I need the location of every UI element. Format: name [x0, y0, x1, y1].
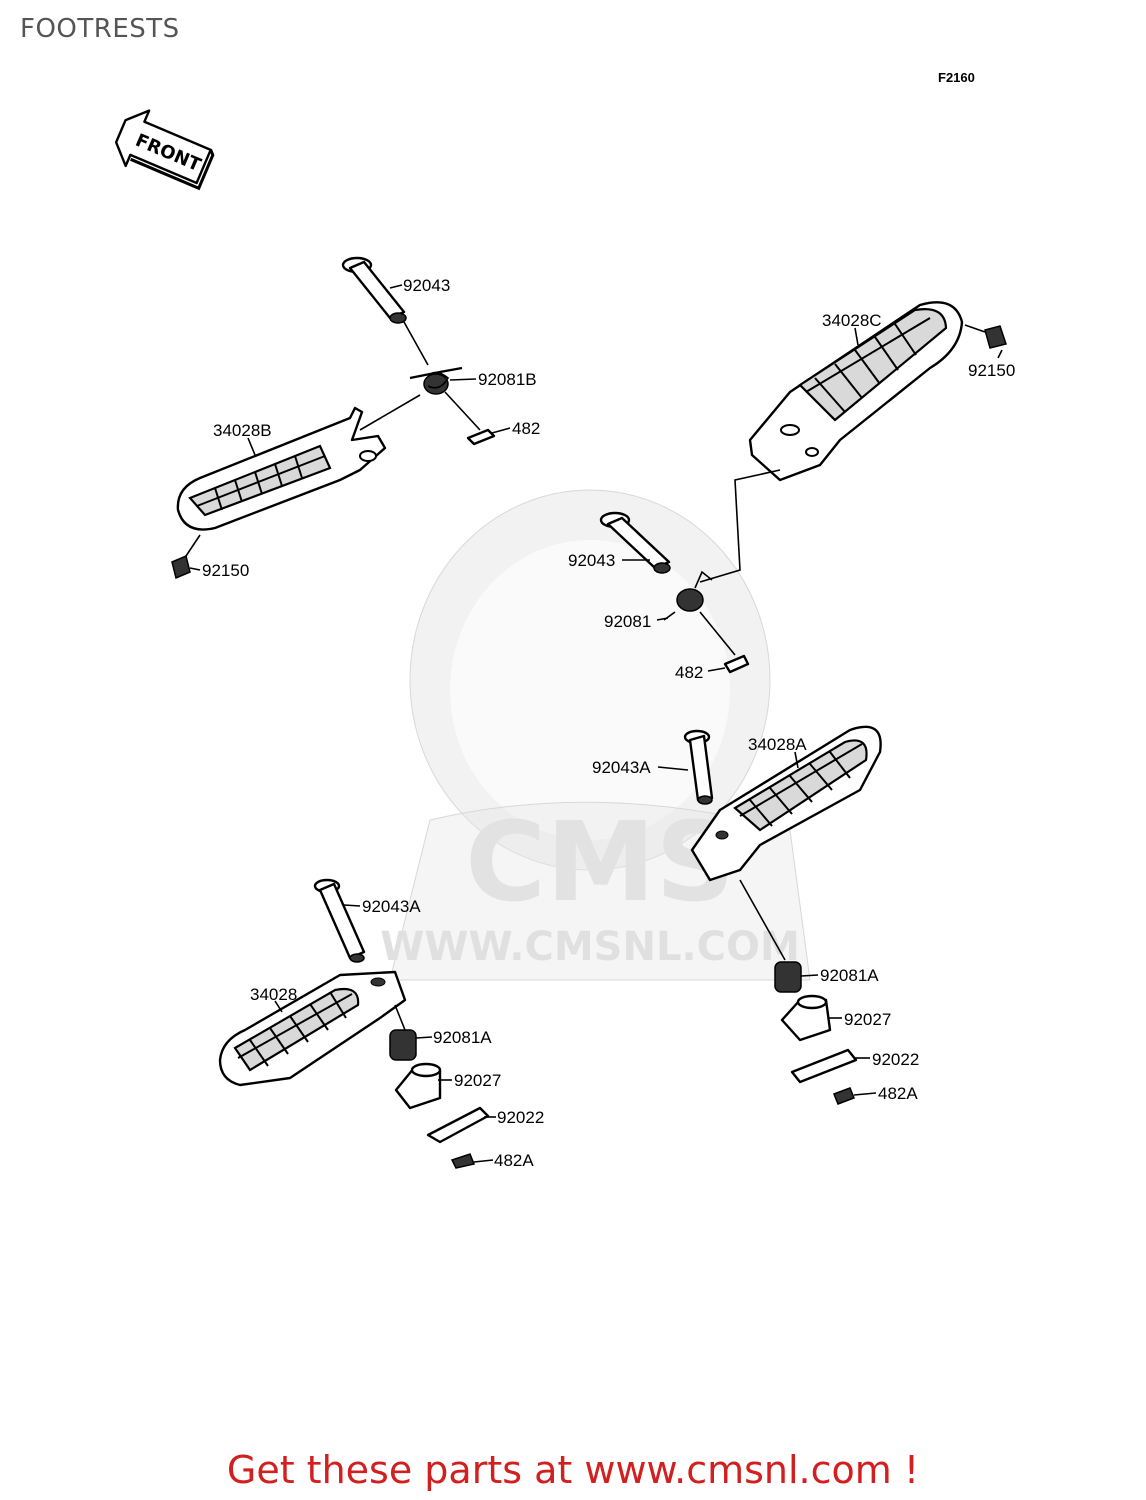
label-92022-right: 92022	[872, 1050, 919, 1069]
label-92043a-right: 92043A	[592, 758, 651, 777]
watermark-logo: CMS	[465, 798, 734, 926]
figure-ref: F2160	[938, 70, 975, 85]
clip-482a-right	[833, 1087, 855, 1105]
label-92027-left: 92027	[454, 1071, 501, 1090]
pin-92043-right	[599, 511, 671, 574]
label-92081b: 92081B	[478, 370, 537, 389]
plate-92022-left	[426, 1106, 490, 1144]
label-34028b: 34028B	[213, 421, 272, 440]
collar-92027-left	[394, 1062, 442, 1110]
footrest-34028	[218, 970, 407, 1087]
label-482a-left: 482A	[494, 1151, 534, 1170]
label-92081: 92081	[604, 612, 651, 631]
label-92022-left: 92022	[497, 1108, 544, 1127]
bolt-92150-right	[964, 324, 1007, 349]
clip-482-right	[723, 654, 750, 674]
label-92081a-left: 92081A	[433, 1028, 492, 1047]
label-92043-left: 92043	[403, 276, 450, 295]
label-92150-right: 92150	[968, 361, 1015, 380]
label-92150-left: 92150	[202, 561, 249, 580]
spring-92081b	[409, 366, 463, 395]
label-92027-right: 92027	[844, 1010, 891, 1029]
front-arrow: FRONT	[114, 109, 215, 191]
label-34028a: 34028A	[748, 735, 807, 754]
watermark-url: WWW.CMSNL.COM	[380, 924, 800, 970]
pin-92043a-right	[683, 729, 714, 805]
spring-92081	[663, 570, 713, 621]
label-34028: 34028	[250, 985, 297, 1004]
spring-92081a-left	[389, 1029, 417, 1061]
pin-92043-left	[341, 256, 407, 324]
label-482-right: 482	[675, 663, 703, 682]
collar-92027-right	[780, 994, 832, 1042]
clip-482-left	[466, 428, 496, 446]
spring-92081a-right	[774, 961, 802, 993]
footrest-34028c	[748, 301, 964, 482]
plate-92022-right	[790, 1048, 858, 1084]
clip-482a-left	[450, 1153, 476, 1169]
label-482-left: 482	[512, 419, 540, 438]
page-title: FOOTRESTS	[20, 14, 180, 44]
footrest-34028b	[176, 406, 387, 531]
cta-link[interactable]: Get these parts at www.cmsnl.com !	[226, 1448, 920, 1492]
bolt-92150-left	[171, 534, 201, 580]
label-92081a-right: 92081A	[820, 966, 879, 985]
label-92043-right: 92043	[568, 551, 615, 570]
label-482a-right: 482A	[878, 1084, 918, 1103]
footrest-34028a	[690, 725, 882, 882]
label-34028c: 34028C	[822, 311, 882, 330]
pin-92043a-left	[313, 878, 366, 963]
label-92043a-left: 92043A	[362, 897, 421, 916]
